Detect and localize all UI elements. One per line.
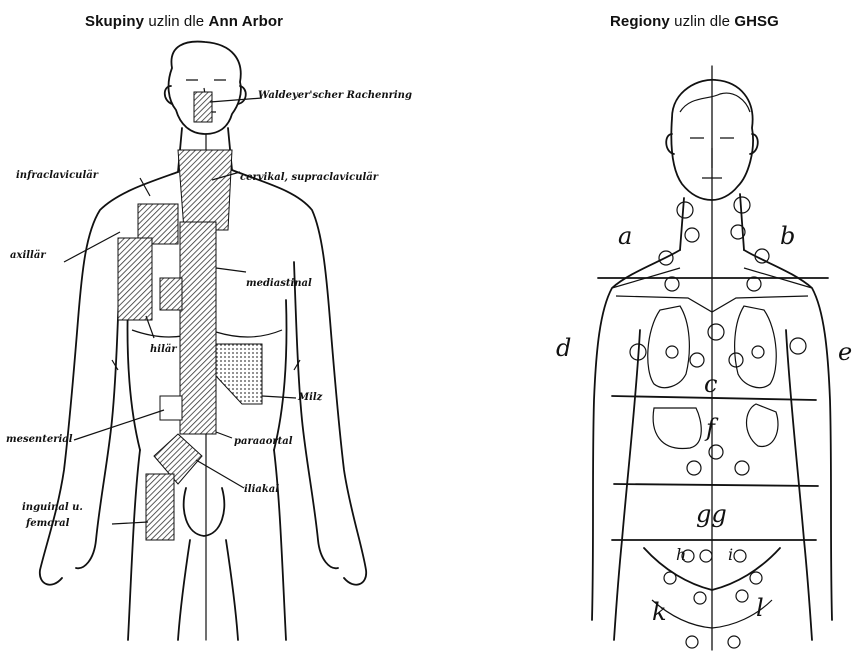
region-label-f: f (704, 414, 719, 442)
label-milz: Milz (297, 392, 323, 403)
region-label-g: gg (696, 500, 727, 528)
label-cervical-supraclavicular: cervikal, supraclaviculär (240, 172, 379, 183)
region-label-a: a (618, 222, 632, 250)
label-iliakal: iliakal (244, 484, 279, 495)
label-infraclavicular: infraclaviculär (16, 170, 99, 181)
label-axillar: axillär (10, 250, 46, 261)
region-label-l: l (756, 594, 764, 622)
label-paraaortal: paraaortal (234, 436, 293, 447)
region-label-e: e (838, 338, 852, 366)
label-inguinal: inguinal u. (22, 502, 83, 513)
label-mesenterial: mesenterial (6, 434, 73, 445)
region-label-c: c (704, 370, 717, 398)
label-femoral: femoral (25, 518, 70, 529)
ann-arbor-body-figure (40, 42, 366, 640)
ghsg-body-figure (592, 66, 832, 650)
label-hilar: hilär (150, 344, 177, 355)
label-waldeyer: Waldeyer'scher Rachenring (258, 90, 412, 101)
region-label-h: h (676, 545, 686, 564)
region-label-k: k (652, 598, 667, 626)
region-label-b: b (780, 222, 795, 250)
region-label-i: i (728, 545, 733, 564)
region-label-d: d (556, 334, 571, 362)
label-mediastinal: mediastinal (246, 278, 312, 289)
